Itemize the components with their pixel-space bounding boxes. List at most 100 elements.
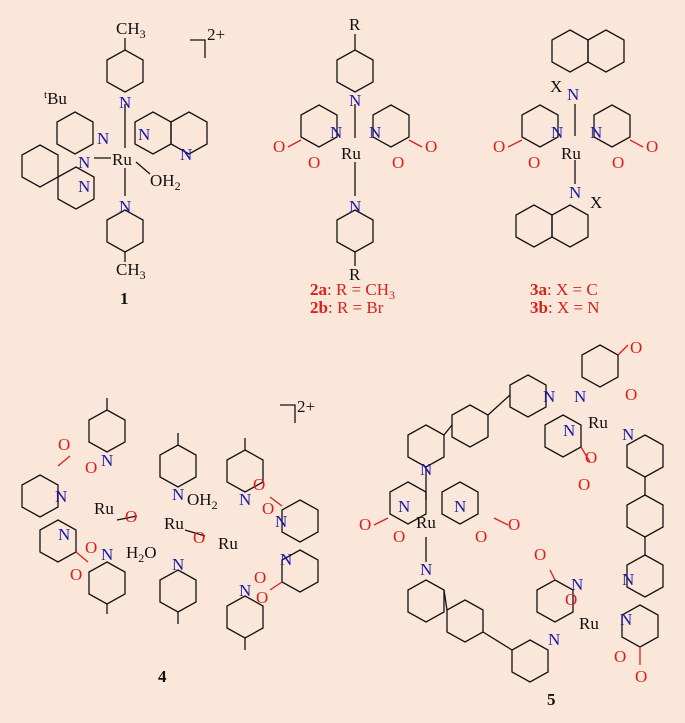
n-naph-right-label: N	[180, 145, 192, 164]
o-carbonyl-right: O	[508, 515, 520, 534]
compound-4-label: 4	[158, 667, 167, 686]
n-bpy-left-1: N	[398, 497, 410, 516]
n-left-bpy-1: N	[55, 487, 67, 506]
charge-label-4: 2+	[297, 397, 315, 416]
n-left-label: N	[97, 129, 109, 148]
n-bottom-label: N	[119, 197, 131, 216]
ru-label: Ru	[561, 144, 581, 163]
n-right-bpy-2: N	[280, 550, 292, 569]
n-naph-left2-label: N	[78, 177, 90, 196]
o-carbonyl-bottom-left: O	[70, 565, 82, 584]
o-carbonyl-tr-2: O	[578, 475, 590, 494]
o-right: O	[475, 527, 487, 546]
compound-3: X N N N Ru O O O O N X 3a: X = C 3b: X =…	[493, 29, 658, 317]
n-left-py-top: N	[101, 451, 113, 470]
compound-1-label: 1	[120, 289, 129, 308]
o-br-2: O	[614, 647, 626, 666]
n-py-lower: N	[420, 560, 432, 579]
n-left-label: N	[551, 123, 563, 142]
tbu-label: tBu	[44, 89, 67, 108]
o-carbonyl-left: O	[273, 137, 285, 156]
n-tr-bpy-1: N	[574, 387, 586, 406]
o-carbonyl-br-2: O	[635, 667, 647, 686]
o-carbonyl-right: O	[425, 137, 437, 156]
o-bridge-right: O	[193, 528, 205, 547]
n-bottom-py: N	[548, 630, 560, 649]
o-carbonyl-bottom-right: O	[256, 588, 268, 607]
charge-label: 2+	[207, 25, 225, 44]
ru-label: Ru	[112, 150, 132, 169]
o-carbonyl-br-1: O	[534, 545, 546, 564]
n-right-py: N	[622, 425, 634, 444]
n-tr-bpy-2: N	[563, 421, 575, 440]
n-mid-py-top: N	[172, 485, 184, 504]
o-left: O	[308, 153, 320, 172]
n-naph-left1-label: N	[78, 153, 90, 172]
n-right-bpy-1: N	[275, 512, 287, 531]
compound-1: CH3 2+ tBu N N N N N N Ru OH2 N CH3 1	[21, 19, 225, 308]
n-top-label: N	[567, 85, 579, 104]
o-right: O	[612, 153, 624, 172]
o-left-1: O	[85, 458, 97, 477]
o-tr-1: O	[625, 385, 637, 404]
x-top-label: X	[550, 77, 562, 96]
ru-right-label: Ru	[218, 534, 238, 553]
n-right-label: N	[590, 123, 602, 142]
n-br-bpy-1: N	[571, 575, 583, 594]
o-carbonyl-left: O	[359, 515, 371, 534]
ru-left-label: Ru	[416, 513, 436, 532]
oh2-label: OH2	[150, 171, 181, 193]
o-left: O	[393, 527, 405, 546]
compound-2: R N N N Ru O O O O N R 2a: R = CH3 2b: R…	[273, 15, 437, 317]
o-carbonyl-top-left: O	[58, 435, 70, 454]
compound-4: O O N N Ru O N O O N N OH2 Ru H2O O N N …	[21, 397, 319, 686]
o-carbonyl-tr-1: O	[630, 338, 642, 357]
ru-bottom-right-label: Ru	[579, 614, 599, 633]
n-right-py-bottom: N	[239, 581, 251, 600]
label-3a: 3a: X = C	[530, 280, 598, 299]
methyl-top-label: CH3	[116, 19, 146, 41]
o-bridge-left: O	[125, 507, 137, 526]
n-py-top: N	[543, 387, 555, 406]
o-carbonyl-left: O	[493, 137, 505, 156]
oh2-label: OH2	[187, 490, 218, 512]
n-bpy-left-2: N	[454, 497, 466, 516]
ru-top-right-label: Ru	[588, 413, 608, 432]
n-right-py-top: N	[239, 490, 251, 509]
n-right-label: N	[138, 125, 150, 144]
o-br-1: O	[565, 590, 577, 609]
o-carbonyl-right: O	[646, 137, 658, 156]
n-right-lower-py: N	[622, 570, 634, 589]
o-tr-2: O	[585, 448, 597, 467]
h2o-label: H2O	[126, 543, 157, 565]
compound-5: N N N Ru O O O O N N N Ru O O N N O O O …	[359, 338, 664, 709]
compound-5-label: 5	[547, 690, 556, 709]
n-top-label: N	[119, 93, 131, 112]
r-bottom-label: R	[349, 265, 361, 284]
n-left-label: N	[330, 123, 342, 142]
ru-label: Ru	[341, 144, 361, 163]
n-right-label: N	[369, 123, 381, 142]
ru-left-label: Ru	[94, 499, 114, 518]
x-bottom-label: X	[590, 193, 602, 212]
n-top-label: N	[349, 91, 361, 110]
n-py-upper: N	[420, 460, 432, 479]
n-bottom-label: N	[569, 183, 581, 202]
o-right: O	[392, 153, 404, 172]
label-2b: 2b: R = Br	[310, 298, 384, 317]
n-mid-py-bottom: N	[172, 555, 184, 574]
n-left-py-bottom: N	[101, 545, 113, 564]
o-left: O	[528, 153, 540, 172]
methyl-bottom-label: CH3	[116, 260, 146, 282]
n-bottom-label: N	[349, 197, 361, 216]
o-carbonyl-top-right: O	[253, 475, 265, 494]
r-top-label: R	[349, 15, 361, 34]
o-left-2: O	[85, 538, 97, 557]
label-2a: 2a: R = CH3	[310, 280, 395, 302]
ru-mid-label: Ru	[164, 514, 184, 533]
o-right-1: O	[262, 499, 274, 518]
n-left-bpy-2: N	[58, 525, 70, 544]
n-br-bpy-2: N	[620, 610, 632, 629]
label-3b: 3b: X = N	[530, 298, 600, 317]
